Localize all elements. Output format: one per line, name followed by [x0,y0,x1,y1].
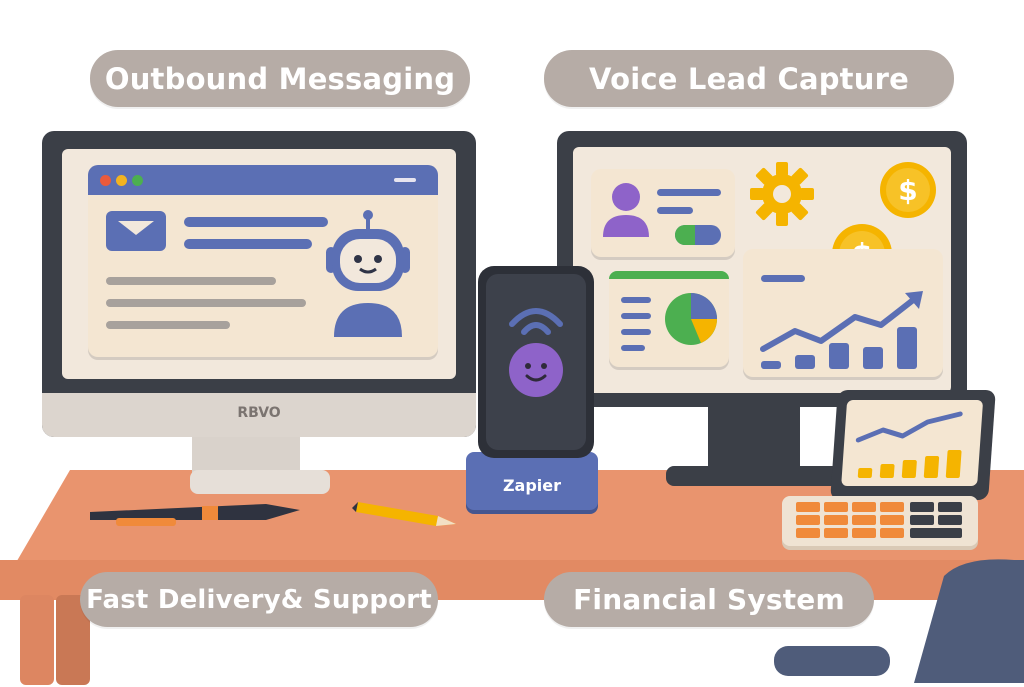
gear-icon [749,161,815,231]
label-text: Financial System [573,583,845,616]
window-dot-yellow [116,175,127,186]
monitor-left-chin: RBVO [42,393,476,437]
dollar-coin-icon: $ [879,161,937,223]
zapier-stand: Zapier [466,452,598,510]
text-line [761,275,805,282]
text-line [184,239,312,249]
pie-chart-icon [663,291,719,351]
smiley-face-icon [508,342,564,402]
pencil [352,496,460,534]
stand-brand: Zapier [502,476,562,495]
trend-line-icon [851,410,972,484]
monitor-right: $ $ [557,131,967,407]
envelope-icon [106,211,166,255]
text-line [106,277,276,285]
label-financial-system: Financial System [544,572,874,627]
pen [86,494,306,538]
monitor-left-base [190,470,330,494]
label-text: Fast Delivery& Support [86,584,432,615]
phone-screen [486,274,586,450]
wifi-signal-icon [508,300,564,340]
keyboard-base [782,496,978,546]
monitor-right-base [666,466,840,486]
monitor-left-screen [62,149,456,379]
text-line [106,321,230,329]
window-menu-line [394,178,416,182]
label-text: Outbound Messaging [104,61,456,96]
text-line [657,189,721,196]
monitor-right-neck [708,400,800,476]
laptop-screen [841,400,984,486]
text-line [621,345,645,351]
robot-avatar-icon [320,210,416,343]
office-chair [774,556,1024,687]
svg-text:$: $ [898,174,917,207]
keypad [796,502,966,544]
window-dot-green [132,175,143,186]
label-voice-lead-capture: Voice Lead Capture [544,50,954,107]
browser-titlebar [88,165,438,195]
label-text: Voice Lead Capture [589,61,909,96]
browser-window [88,165,438,357]
label-fast-delivery-support: Fast Delivery& Support [80,572,438,627]
user-profile-icon [601,179,651,243]
growth-chart-card [743,249,943,377]
monitor-brand: RBVO [237,405,281,421]
pie-chart-card [609,271,729,367]
trend-line-icon [759,289,929,373]
desk-leg-left [20,595,54,685]
window-dot-red [100,175,111,186]
monitor-right-screen: $ $ [573,147,951,393]
label-outbound-messaging: Outbound Messaging [90,50,470,107]
text-line [621,313,651,319]
text-line [621,329,651,335]
laptop-screen-frame [830,390,996,500]
profile-card [591,169,735,257]
monitor-left: RBVO [42,131,476,437]
text-line [184,217,328,227]
phone [478,266,594,458]
text-line [106,299,306,307]
text-line [621,297,651,303]
card-header-bar [609,271,729,279]
toggle-pill [675,225,721,245]
text-line [657,207,693,214]
